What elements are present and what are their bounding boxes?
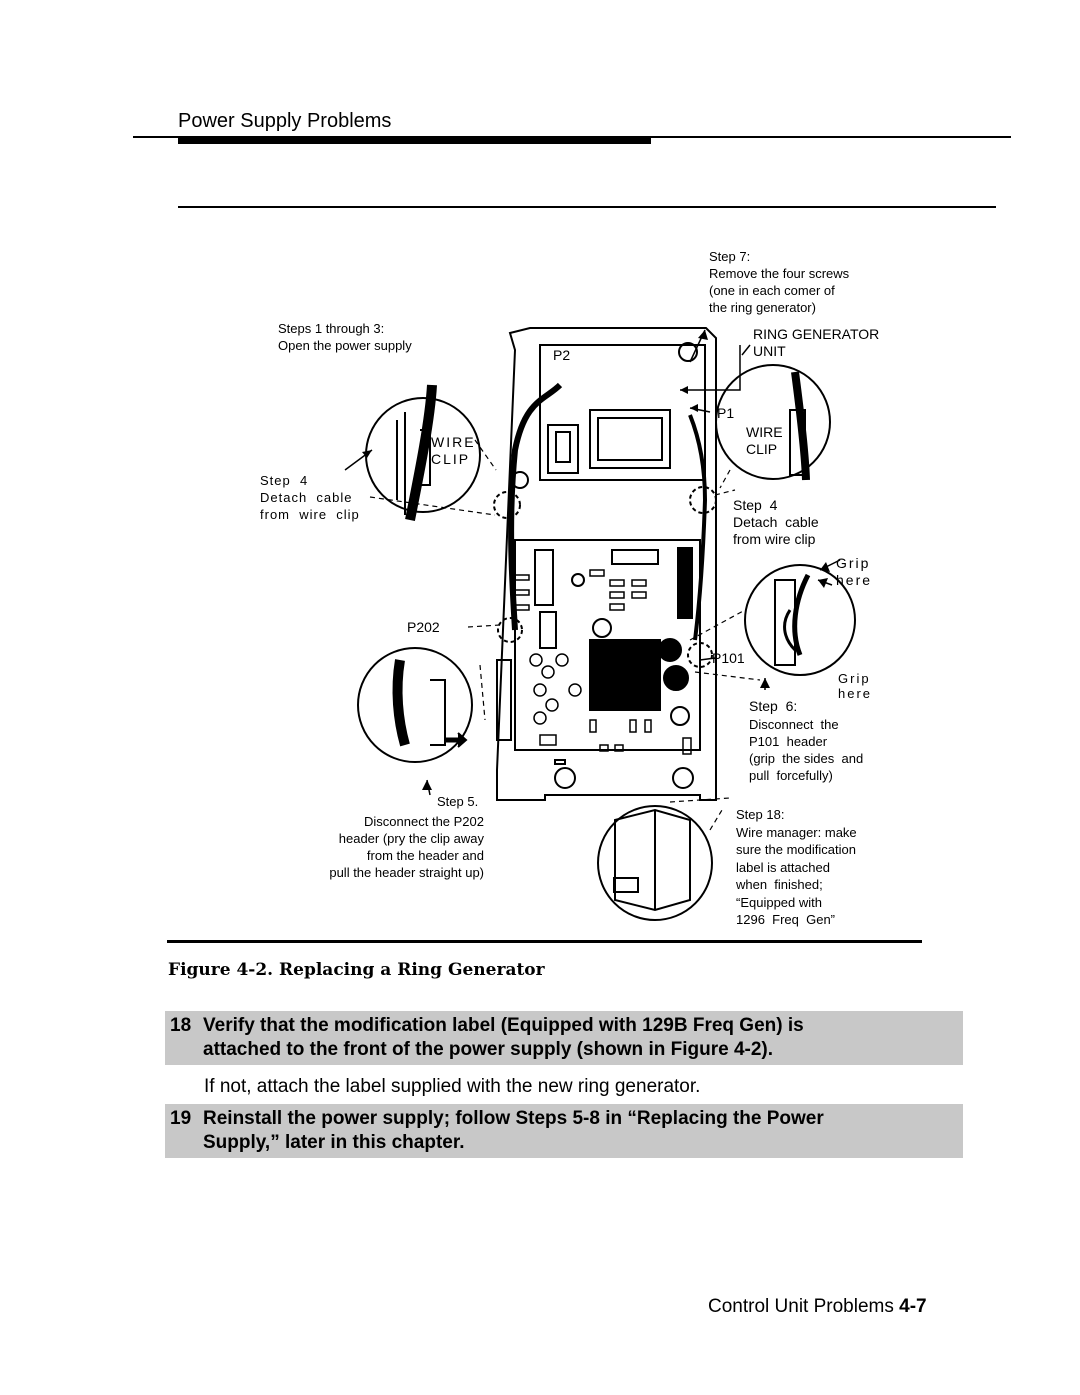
label-ring-generator-unit: RING GENERATOR UNIT: [753, 326, 880, 359]
step-text-line1: Reinstall the power supply; follow Steps…: [203, 1108, 824, 1129]
label-step5-detail: Disconnect the P202 header (pry the clip…: [329, 814, 484, 880]
ring-generator-illustration: [344, 327, 856, 921]
label-step7: Step 7: Remove the four screws (one in e…: [709, 249, 850, 315]
label-p1: P1: [717, 405, 735, 421]
label-p202: P202: [407, 619, 440, 635]
page-number: 4-7: [899, 1296, 927, 1317]
step-19-box: 19 Reinstall the power supply; follow Ste…: [165, 1104, 963, 1158]
page-footer: Control Unit Problems 4-7: [708, 1296, 927, 1318]
figure-bottom-rule: [167, 940, 922, 943]
step-18-box: 18 Verify that the modification label (Eq…: [165, 1011, 963, 1065]
step-text-line2: attached to the front of the power suppl…: [203, 1039, 774, 1060]
page-header-title: Power Supply Problems: [178, 110, 392, 132]
label-step5: Step 5.: [437, 794, 479, 809]
step-text-line2: Supply,” later in this chapter.: [203, 1132, 465, 1153]
label-wire-clip-left: WIRE CLIP: [431, 434, 476, 467]
header-rule-thick: [178, 136, 651, 144]
label-grip-here-bottom: Grip here: [838, 671, 873, 701]
label-p101: P101: [712, 650, 745, 666]
step-number: 19: [170, 1108, 192, 1129]
label-grip-here-top: Grip here: [836, 555, 873, 588]
body-paragraph: If not, attach the label supplied with t…: [204, 1076, 701, 1097]
label-step6: Step 6:: [749, 698, 798, 714]
figure-caption: Figure 4-2. Replacing a Ring Generator: [168, 960, 545, 980]
figure-top-rule: [178, 206, 996, 208]
footer-section: Control Unit Problems: [708, 1296, 894, 1317]
step-text-line1: Verify that the modification label (Equi…: [203, 1015, 804, 1036]
label-step4-left: Step 4 Detach cable from wire clip: [260, 473, 360, 522]
step-number: 18: [170, 1015, 192, 1036]
label-step4-right: Step 4 Detach cable from wire clip: [733, 497, 819, 547]
label-steps-1-3: Steps 1 through 3: Open the power supply: [278, 321, 412, 353]
label-p2: P2: [553, 347, 571, 363]
label-wire-clip-right: WIRE CLIP: [746, 424, 783, 457]
label-step18: Step 18: Wire manager: make sure the mod…: [736, 807, 857, 927]
label-step6-detail: Disconnect the P101 header (grip the sid…: [749, 717, 864, 783]
